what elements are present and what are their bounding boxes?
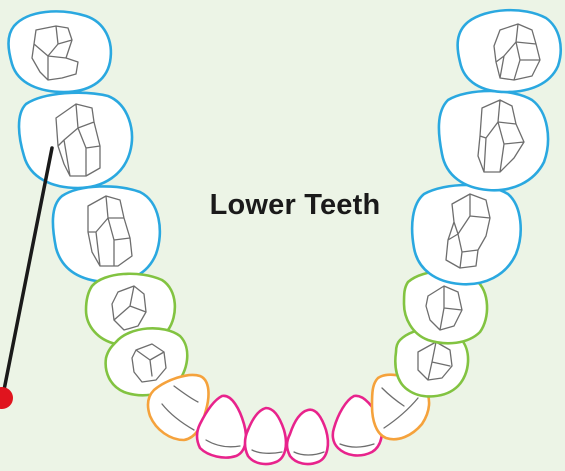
molar-left-1[interactable] (53, 186, 160, 282)
molar-right-2[interactable] (439, 91, 548, 190)
diagram-title: Lower Teeth (170, 188, 420, 222)
incisor-right-central[interactable] (287, 410, 328, 464)
pointer (0, 148, 52, 409)
molar-left-2[interactable] (19, 93, 132, 188)
pointer-marker (0, 387, 13, 409)
molar-left-3[interactable] (9, 11, 111, 92)
incisor-left-central[interactable] (245, 408, 286, 464)
pointer-line (4, 148, 52, 390)
molar-right-3[interactable] (458, 10, 561, 92)
molar-right-1[interactable] (412, 185, 521, 284)
